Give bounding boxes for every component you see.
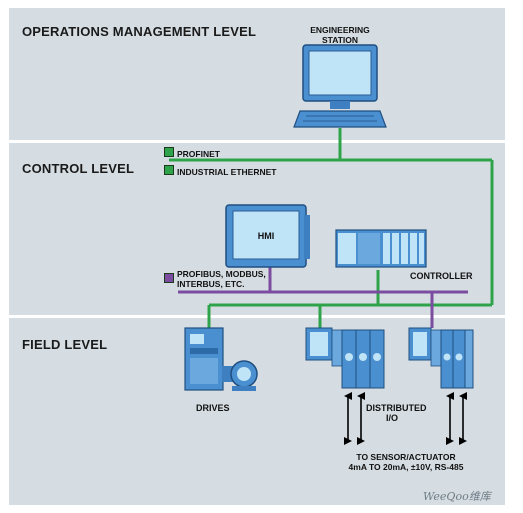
hmi-panel-icon [225,204,310,268]
controller-label: CONTROLLER [410,271,473,281]
operations-level-title: OPERATIONS MANAGEMENT LEVEL [22,24,257,39]
sensor-actuator-note: TO SENSOR/ACTUATOR 4mA TO 20mA, ±10V, RS… [326,452,486,472]
engineering-station-icon [293,44,387,128]
industrial-ethernet-legend-swatch [164,165,174,175]
profinet-legend-label: PROFINET [177,149,220,159]
distributed-io-label-line1: DISTRIBUTED [366,403,427,413]
industrial-ethernet-network [169,128,494,328]
distributed-io-label: DISTRIBUTED I/O [366,403,427,423]
distributed-io-label-line2: I/O [385,413,398,423]
industrial-ethernet-legend-label: INDUSTRIAL ETHERNET [177,167,277,177]
profibus-legend-swatch [164,273,174,283]
fieldbus-network [178,265,468,328]
control-level-title: CONTROL LEVEL [22,161,135,176]
field-level-title: FIELD LEVEL [22,337,108,352]
drives-label: DRIVES [196,403,230,413]
profibus-legend-line2: INTERBUS, ETC. [177,279,245,289]
engineering-station-label: ENGINEERING STATION [303,25,377,45]
profibus-legend-label: PROFIBUS, MODBUS, INTERBUS, ETC. [177,269,266,289]
controller-icon [335,229,427,268]
engineering-station-label-line2: STATION [321,35,359,45]
hmi-label: HMI [257,231,275,241]
sensor-note-line2: 4mA TO 20mA, ±10V, RS-485 [348,462,464,472]
sensor-note-line1: TO SENSOR/ACTUATOR [356,452,456,462]
profinet-legend-swatch [164,147,174,157]
distributed-io-1-icon [305,327,385,389]
distributed-io-2-icon [408,327,474,389]
sensor-actuator-arrows [344,392,467,445]
drives-icon [184,327,258,391]
operations-level-band [9,8,505,140]
profibus-legend-line1: PROFIBUS, MODBUS, [177,269,266,279]
engineering-station-label-line1: ENGINEERING [310,25,370,35]
watermark-logo: WeeQoo维库 [423,490,491,503]
